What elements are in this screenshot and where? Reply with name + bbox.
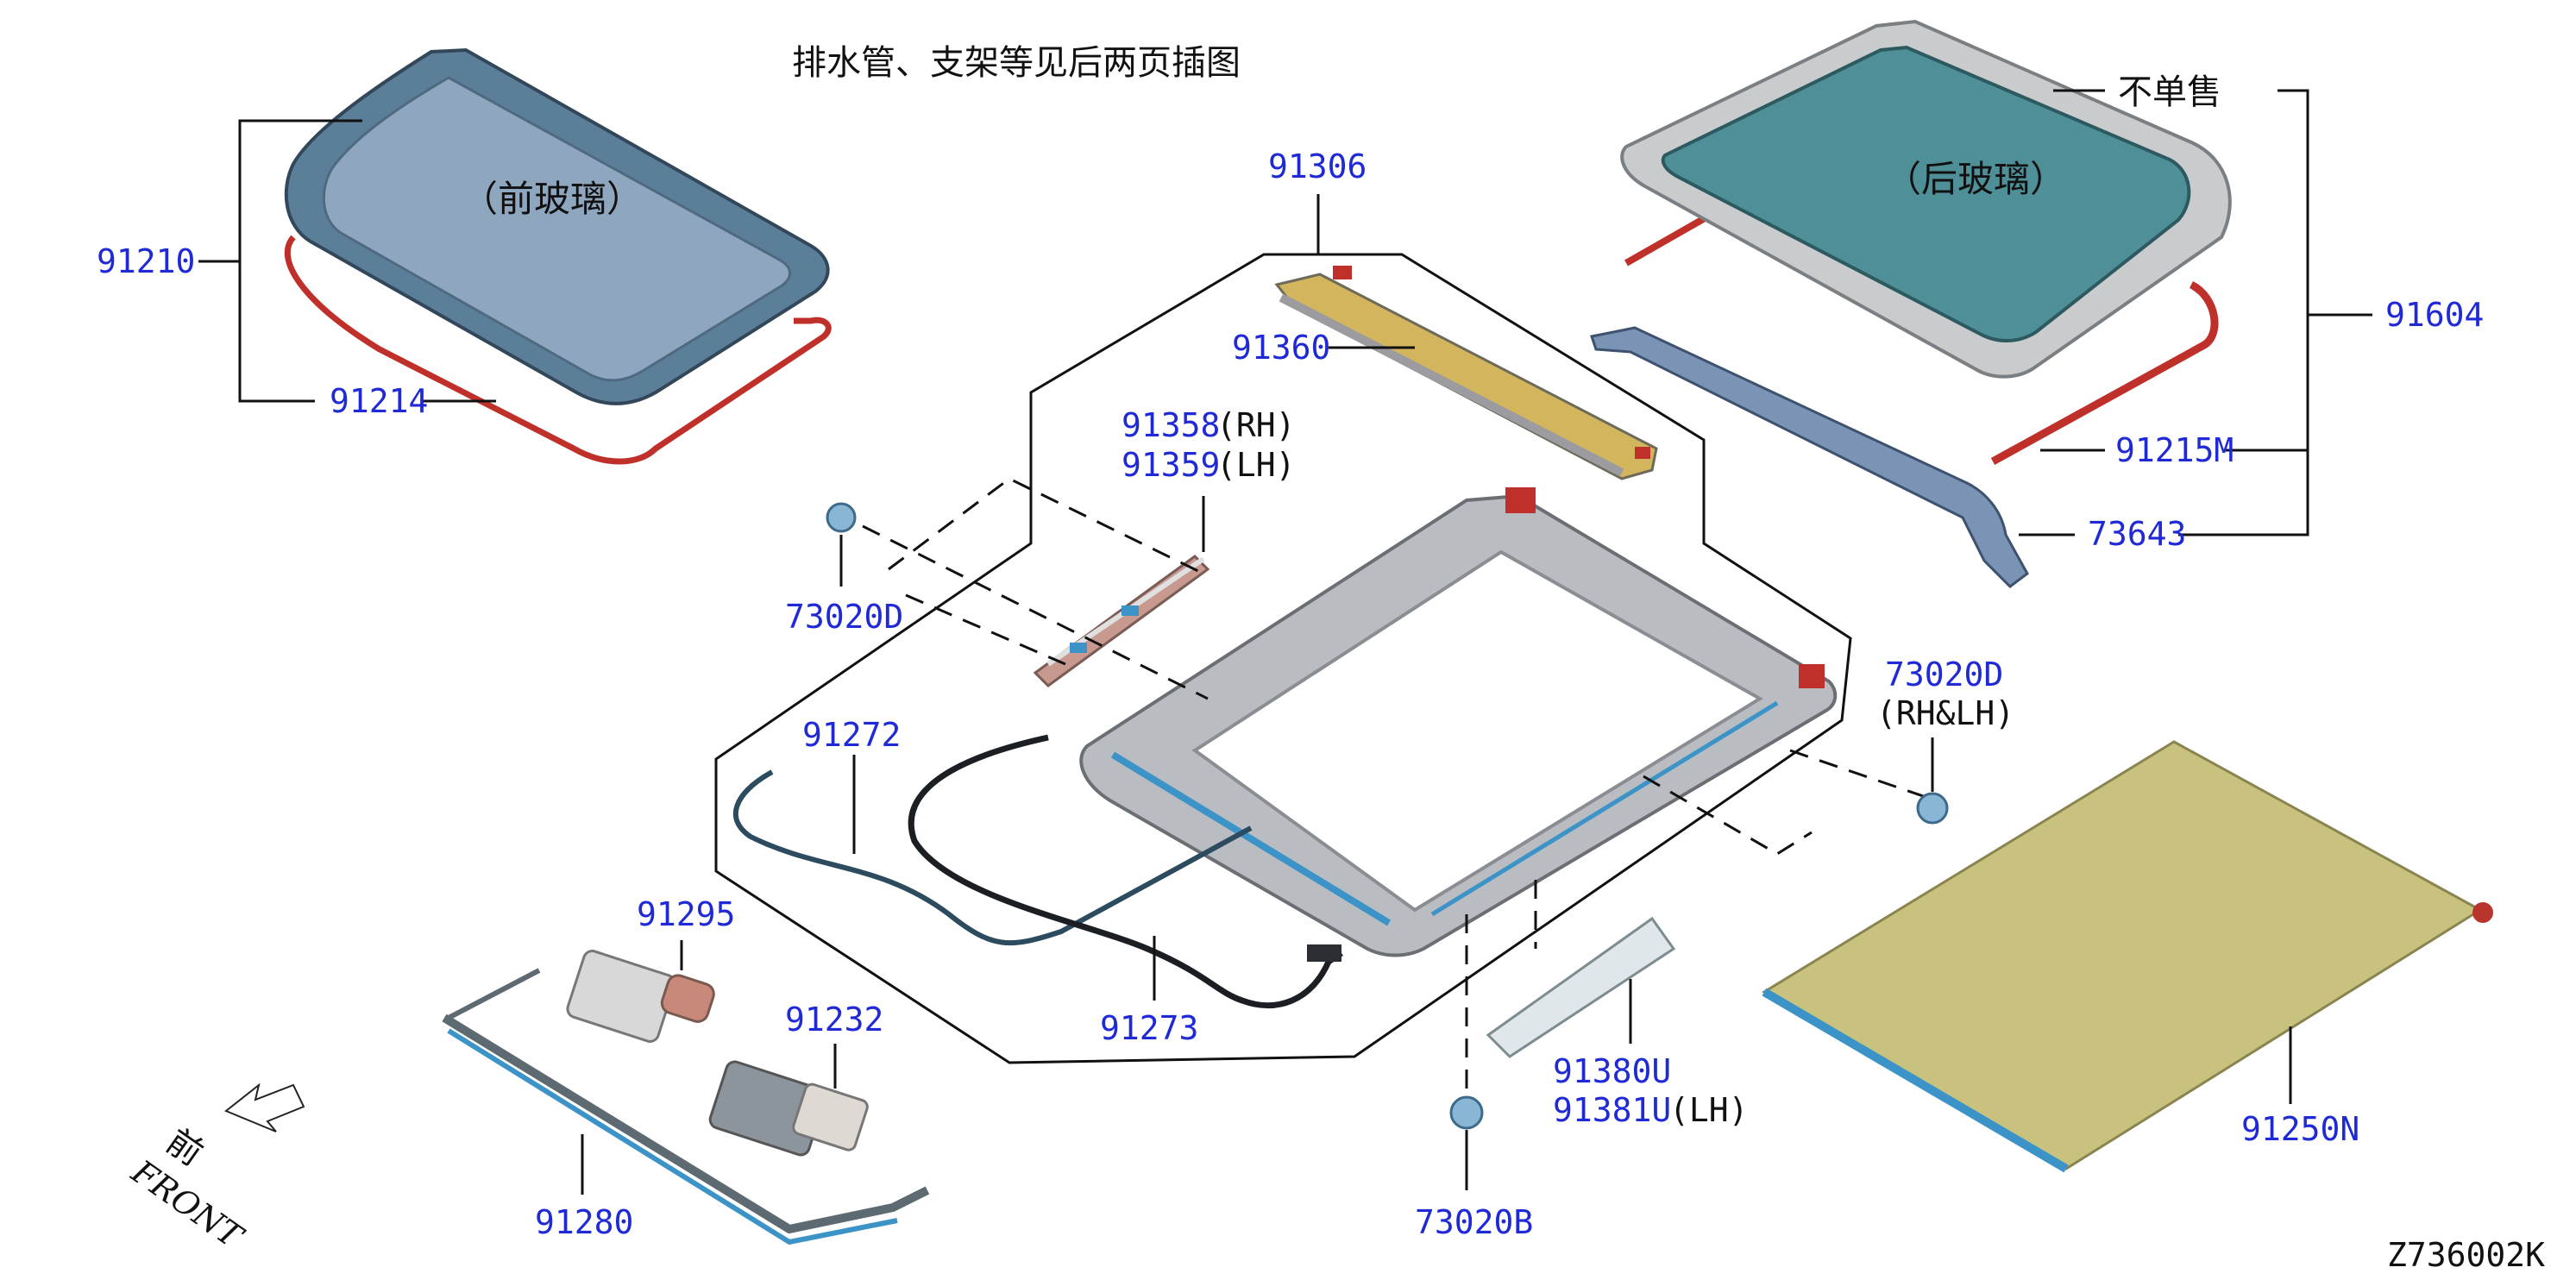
callout-91604-group: 不单售 91604 91215M 73643	[2019, 72, 2484, 553]
drain-hose-91273	[908, 734, 1343, 1009]
sunroof-frame	[1079, 487, 1838, 957]
part-91215M: 91215M	[2115, 431, 2234, 469]
rear-glass-seal-right	[1990, 280, 2219, 465]
rear-glass-seal-left	[1624, 208, 1718, 267]
dash-73020D-left-a	[862, 524, 1209, 700]
part-91358-side: (RH)	[1216, 406, 1296, 444]
front-orientation-indicator: 前 FRONT	[124, 1082, 305, 1257]
part-91360: 91360	[1232, 329, 1330, 367]
part-73020D-right-side: (RH&LH)	[1876, 694, 2014, 732]
clip-73020D-left: 73020D	[785, 502, 903, 636]
rear-glass-panel	[1661, 45, 2191, 342]
part-91380U: 91380U	[1553, 1052, 1671, 1090]
part-91214: 91214	[330, 382, 428, 420]
diagram-code: Z736002K	[2387, 1236, 2545, 1274]
part-91272: 91272	[802, 716, 901, 754]
dash-73020D-left-c	[905, 593, 1066, 666]
front-glass-seal	[284, 235, 832, 465]
part-73643: 73643	[2088, 515, 2186, 553]
part-73020D-left: 73020D	[785, 598, 903, 636]
part-91232: 91232	[785, 1001, 883, 1038]
wind-deflector	[1274, 266, 1658, 480]
part-91250N: 91250N	[2241, 1110, 2359, 1148]
part-91381U: 91381U	[1553, 1091, 1671, 1129]
not-sold-separately-label: 不单售	[2118, 72, 2221, 112]
motor-91295: 91295	[566, 895, 735, 1043]
dash-73020D-right-a	[1789, 749, 1929, 800]
drain-hose-91272	[732, 769, 1253, 946]
part-91381U-side: (LH)	[1669, 1091, 1749, 1129]
rear-glass-assembly: （后玻璃）	[1620, 19, 2232, 465]
part-91280: 91280	[535, 1203, 633, 1241]
rail-91280: 91280	[442, 968, 930, 1245]
rear-glass-label: （后玻璃）	[1885, 158, 2066, 200]
front-glass-label: （前玻璃）	[462, 178, 643, 220]
rear-cross-bar	[1590, 326, 2029, 588]
front-arrow-icon	[224, 1082, 305, 1133]
motor-91232: 91232	[708, 1001, 883, 1157]
part-91306: 91306	[1268, 147, 1367, 185]
clip-73020D-right: 73020D (RH&LH)	[1876, 656, 2014, 825]
part-91359: 91359	[1122, 446, 1220, 484]
frame-assembly-outline	[714, 253, 1852, 1064]
front-glass-assembly: （前玻璃）	[284, 47, 832, 465]
sunshade-roll: 91250N	[1762, 740, 2493, 1173]
part-91358: 91358	[1122, 406, 1220, 444]
callout-91210-group: 91210 91214	[97, 119, 496, 420]
part-91604: 91604	[2385, 296, 2484, 334]
side-bracket	[1033, 555, 1210, 687]
header-note: 排水管、支架等见后两页插图	[792, 43, 1241, 83]
front-glass-inner	[322, 76, 791, 382]
part-73020B: 73020B	[1415, 1203, 1533, 1241]
dash-73020D-left-b	[888, 477, 1204, 575]
part-73020D-right: 73020D	[1885, 656, 2003, 693]
clip-73020B: 73020B	[1415, 1095, 1533, 1241]
part-91273: 91273	[1100, 1009, 1198, 1047]
part-91210: 91210	[97, 242, 195, 280]
guide-91380U: 91380U 91381U (LH)	[1486, 916, 1749, 1129]
part-91295: 91295	[637, 895, 735, 933]
part-91359-side: (LH)	[1216, 446, 1296, 484]
